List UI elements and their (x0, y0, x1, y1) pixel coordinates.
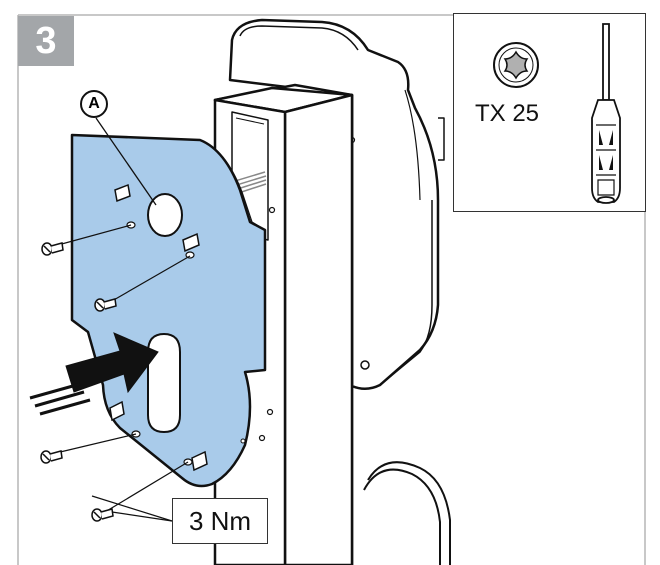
torque-leaders (91, 495, 173, 522)
torque-label: 3 Nm (172, 498, 268, 544)
tool-bit-label: TX 25 (475, 100, 540, 127)
screw-2 (94, 298, 117, 312)
screw-3 (40, 450, 63, 464)
callout-a-leader (95, 117, 157, 206)
screw-axis-lines (55, 224, 191, 513)
charging-cable (363, 461, 451, 565)
screws (40, 242, 117, 522)
screw-1 (41, 242, 64, 256)
step-number-badge: 3 (18, 16, 74, 66)
push-arrow-icon (29, 332, 159, 416)
screw-4 (91, 508, 114, 522)
mounting-plate (70, 133, 267, 488)
callout-a-label: A (80, 90, 108, 118)
